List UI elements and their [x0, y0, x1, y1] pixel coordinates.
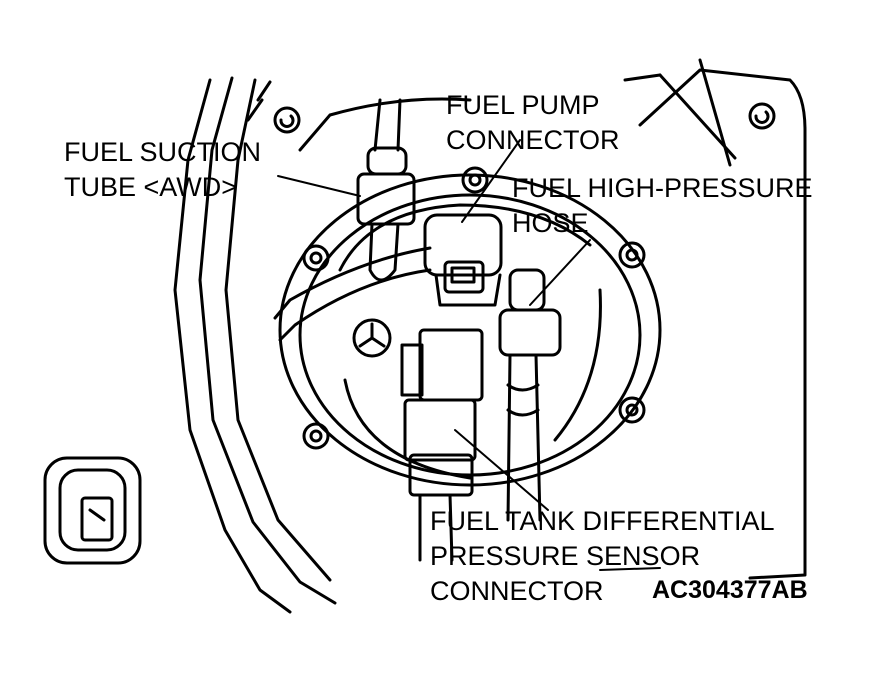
access-cover-outline: [298, 58, 807, 580]
leader-lines: [277, 139, 661, 571]
service-plug: [43, 456, 142, 565]
label-fuel-suction-tube: FUEL SUCTION TUBE <AWD>: [64, 137, 262, 202]
fuel-high-pressure-hose: [498, 268, 562, 522]
center-screw-icon: [352, 318, 392, 358]
fuel-pump-connector: [423, 213, 503, 307]
cover-bolt-icon: [273, 102, 776, 134]
body-panel-outline: [173, 76, 337, 614]
label-fuel-pump-connector: FUEL PUMP CONNECTOR: [446, 90, 620, 155]
label-fuel-high-pressure-hose: FUEL HIGH-PRESSURE HOSE: [512, 173, 813, 238]
flange-bolt-icon: [302, 166, 646, 450]
label-fuel-tank-sensor-connector: FUEL TANK DIFFERENTIAL PRESSURE SENSOR C…: [430, 506, 775, 606]
wire-harness: [273, 246, 432, 342]
pump-flange: [278, 173, 662, 487]
figure-code: AC304377AB: [652, 576, 808, 604]
fuel-tank-sensor-connector: [400, 328, 484, 562]
